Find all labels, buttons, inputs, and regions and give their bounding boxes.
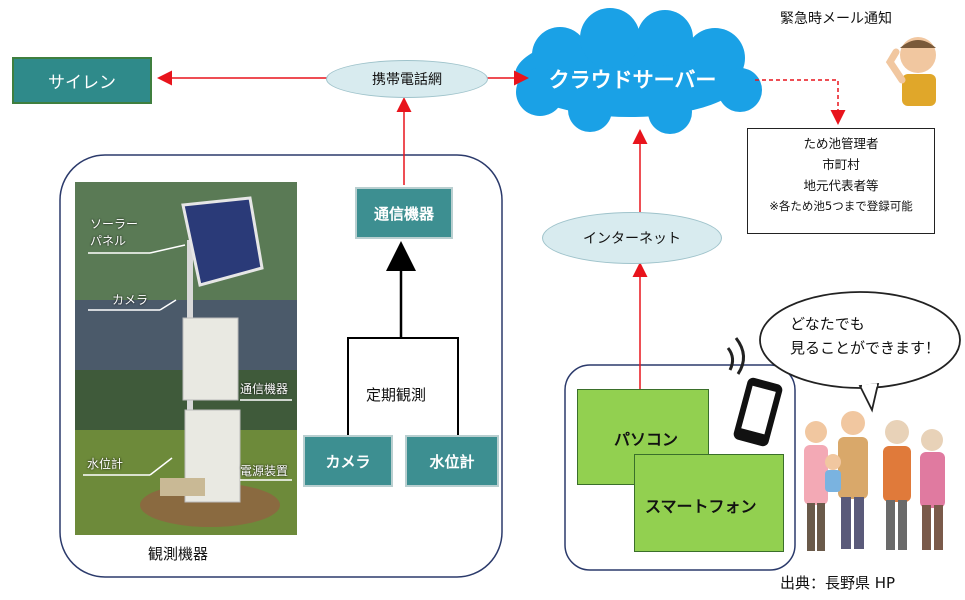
photo-label-water-gauge: 水位計 <box>87 457 124 471</box>
photo-label-solar-panel: ソーラー パネル <box>90 216 138 250</box>
water-gauge-label: 水位計 <box>429 452 475 471</box>
comm-device-label: 通信機器 <box>373 204 434 223</box>
speech-bubble <box>759 291 961 413</box>
cloud-server-label: クラウドサーバー <box>548 68 717 92</box>
family-illustration <box>804 411 945 551</box>
recipient-item: 市町村 <box>822 157 860 172</box>
recipients-box: ため池管理者 市町村 地元代表者等 ※各ため池5つまで登録可能 <box>747 128 935 234</box>
recipient-note: ※各ため池5つまで登録可能 <box>769 199 913 213</box>
recipient-item: 地元代表者等 <box>803 178 879 193</box>
recipient-item: ため池管理者 <box>803 136 879 151</box>
observation-equipment-label: 観測機器 <box>148 545 209 563</box>
periodic-observation-label: 定期観測 <box>366 386 427 404</box>
mobile-network-label: 携帯電話網 <box>372 72 442 88</box>
mobile-network-node: 携帯電話網 <box>326 60 488 98</box>
comm-device-box: 通信機器 <box>355 187 453 239</box>
equipment-photo <box>75 182 297 535</box>
device-frame <box>564 364 796 571</box>
water-gauge-box: 水位計 <box>405 435 499 487</box>
arrow-emergency-mail <box>755 79 846 125</box>
photo-label-power-device: 電源装置 <box>240 464 289 478</box>
smartphone-icon <box>726 337 783 447</box>
speech-line: どなたでも <box>790 315 865 333</box>
photo-label-camera: カメラ <box>112 293 149 307</box>
siren-box: サイレン <box>12 57 152 104</box>
smartphone-box: スマートフォン <box>634 454 784 552</box>
speech-line: 見ることができます！ <box>790 339 941 357</box>
camera-label: カメラ <box>325 452 371 471</box>
speech-text: どなたでも 見ることができます！ <box>790 312 940 360</box>
pc-label: パソコン <box>614 430 679 449</box>
observation-frame <box>59 154 503 578</box>
emergency-mail-label: 緊急時メール通知 <box>780 11 892 27</box>
internet-label: インターネット <box>583 231 681 247</box>
siren-label: サイレン <box>48 73 116 93</box>
smartphone-label: スマートフォン <box>645 497 757 516</box>
worried-person-icon <box>885 37 936 106</box>
photo-label-line: パネル <box>90 234 127 248</box>
source-credit: 出典：長野県 HP <box>780 574 896 592</box>
camera-box: カメラ <box>303 435 393 487</box>
photo-label-line: ソーラー <box>90 217 139 231</box>
photo-label-comm-device: 通信機器 <box>240 382 289 396</box>
internet-node: インターネット <box>542 212 722 264</box>
periodic-bracket <box>347 337 459 435</box>
cloud-shape <box>515 8 762 134</box>
